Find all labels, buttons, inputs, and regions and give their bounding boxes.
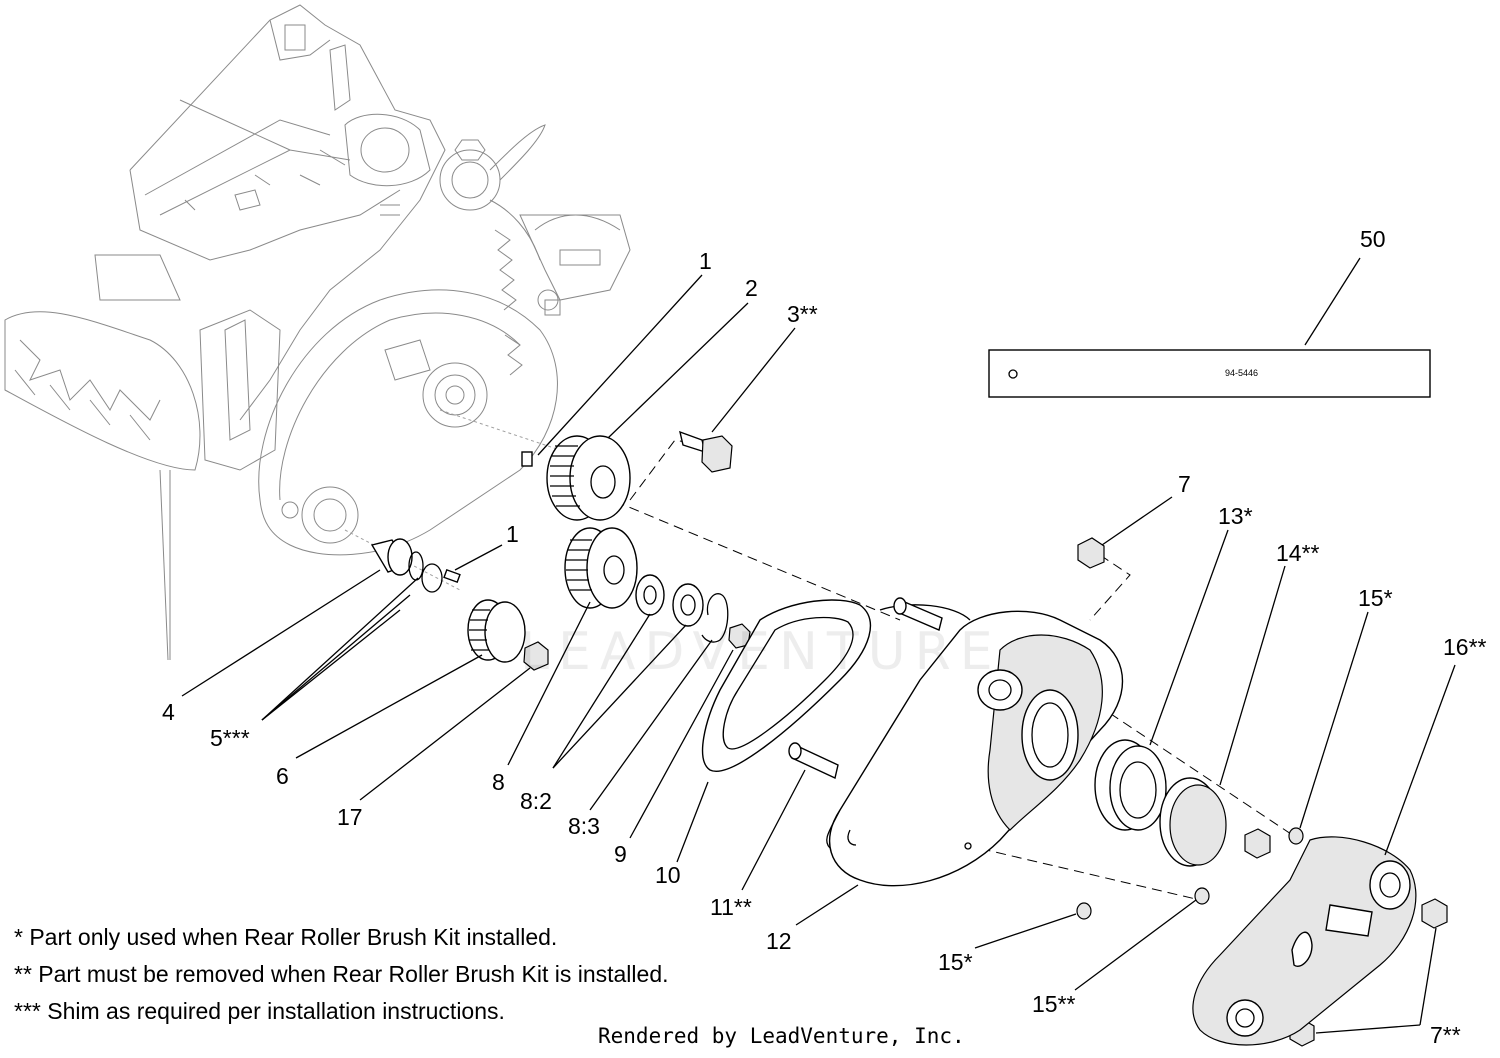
callout-17: 17 (337, 804, 363, 830)
callout-5: 5*** (210, 725, 250, 751)
part-cap-14 (1159, 777, 1227, 867)
callout-50: 50 (1360, 226, 1386, 252)
note-double-asterisk: ** Part must be removed when Rear Roller… (14, 961, 669, 987)
callout-6: 6 (276, 763, 289, 789)
callout-7-lower: 7** (1430, 1022, 1461, 1048)
part-pulley-2 (546, 435, 631, 521)
part-belt-10 (702, 599, 871, 772)
callout-15-lower-right: 15** (1032, 991, 1076, 1017)
callout-7-upper: 7 (1178, 471, 1191, 497)
callout-16: 16** (1443, 634, 1487, 660)
callout-9: 9 (614, 841, 627, 867)
part-pulley-8 (564, 527, 638, 609)
callout-12: 12 (766, 928, 792, 954)
callout-8-3: 8:3 (568, 813, 600, 839)
part-seal-13 (1094, 739, 1167, 831)
part-cover-12 (826, 604, 1124, 887)
part-key-1b (443, 568, 461, 584)
part-pulley-6 (467, 599, 526, 663)
part-nut-7b (1421, 898, 1448, 929)
callout-4: 4 (162, 699, 175, 725)
callout-8: 8 (492, 769, 505, 795)
render-credit: Rendered by LeadVenture, Inc. (598, 1024, 965, 1048)
part-decal-50 (988, 349, 1431, 398)
callout-8-2: 8:2 (520, 788, 552, 814)
part-spacer-4 (370, 538, 413, 576)
callout-14: 14** (1276, 540, 1320, 566)
note-triple-asterisk: *** Shim as required per installation in… (14, 998, 505, 1024)
watermark: LEADVENTURE (520, 622, 1002, 682)
part-bolt-3 (679, 430, 733, 473)
machine-frame (4, 4, 631, 661)
note-single-asterisk: * Part only used when Rear Roller Brush … (14, 924, 558, 950)
part-nut-17 (523, 641, 549, 671)
part-stud-11 (788, 597, 943, 779)
callout-2: 2 (745, 275, 758, 301)
part-bearings-8-2 (635, 574, 704, 627)
part-nut-7c (1244, 828, 1271, 859)
callout-11: 11** (710, 894, 752, 920)
part-bushing-15a (1288, 827, 1304, 845)
part-cover-plate-16 (1192, 836, 1417, 1046)
callout-1-lower: 1 (506, 521, 519, 547)
part-snap-ring-8-3 (701, 593, 729, 643)
callout-15-lower-left: 15* (938, 949, 973, 975)
part-key-1 (521, 451, 533, 467)
part-nut-7a (1077, 537, 1105, 569)
decal-part-number: 94-5446 (1225, 368, 1259, 378)
callout-15-right: 15* (1358, 585, 1393, 611)
callout-3: 3** (787, 301, 818, 327)
callout-10: 10 (655, 862, 681, 888)
leader-lines (181, 257, 1456, 1034)
callout-13: 13* (1218, 503, 1253, 529)
part-bushing-15b (1076, 902, 1092, 920)
callout-1-upper: 1 (699, 248, 712, 274)
part-bushing-15c (1194, 887, 1210, 905)
